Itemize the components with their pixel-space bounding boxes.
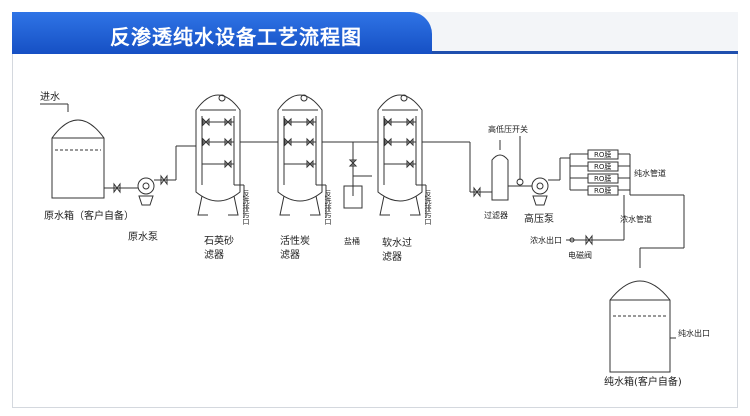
pure-water-pipe (630, 194, 685, 268)
high-pressure-pump-label: 高压泵 (524, 212, 554, 225)
carbon-filter-label-1: 活性炭 (280, 234, 310, 247)
raw-water-tank (40, 103, 105, 199)
ro-membrane-label-2: RO膜 (594, 162, 611, 171)
pure-water-pipe-label: 纯水管道 (634, 168, 666, 178)
backwash-label-2: 反洗排污口 (324, 189, 332, 225)
diagram-frame (12, 12, 738, 408)
ro-membrane-label-1: RO膜 (594, 150, 611, 159)
softener-label-1: 软水过 (382, 236, 412, 249)
page-title: 反渗透纯水设备工艺流程图 (110, 25, 362, 49)
quartz-sand-filter (195, 94, 266, 218)
raw-pump (137, 145, 196, 206)
security-filter-label: 过滤器 (484, 210, 508, 220)
ro-membrane-label-4: RO膜 (594, 186, 611, 195)
pure-tank-label: 纯水箱(客户自备) (604, 375, 682, 388)
high-pressure-pump (531, 157, 570, 206)
raw-pump-label: 原水泵 (128, 231, 158, 243)
salt-tank (343, 142, 372, 209)
softener-filter (372, 94, 470, 218)
pure-outlet-label: 纯水出口 (678, 328, 710, 338)
security-filter (491, 140, 522, 201)
waste-water-pipe-label: 浓水管道 (620, 214, 652, 224)
pressure-switch-label: 高低压开关 (488, 124, 528, 134)
pure-water-tank (609, 280, 676, 373)
backwash-label-3: 反洗排污口 (424, 189, 432, 225)
title-tab (12, 12, 432, 54)
backwash-label-1: 反洗排污口 (242, 189, 250, 225)
ro-membrane-array (569, 149, 631, 196)
waste-outlet-label: 浓水出口 (530, 235, 562, 245)
water-in-label: 进水 (40, 91, 60, 103)
pressure-switch (516, 136, 532, 187)
pipe-tank-to-pump (104, 182, 138, 194)
salt-tank-label: 盐桶 (344, 236, 360, 246)
softener-label-2: 滤器 (382, 250, 402, 263)
ro-membrane-label-3: RO膜 (594, 174, 611, 183)
carbon-filter-label-2: 滤器 (280, 248, 300, 261)
raw-tank-label: 原水箱（客户自备） (44, 209, 134, 222)
activated-carbon-filter (266, 94, 372, 218)
quartz-filter-label-1: 石英砂 (204, 234, 234, 247)
quartz-filter-label-2: 滤器 (204, 248, 224, 261)
waste-water-pipe (566, 195, 625, 246)
pipe-softener-to-security-filter (469, 142, 492, 198)
solenoid-valve-label: 电磁阀 (568, 250, 592, 260)
